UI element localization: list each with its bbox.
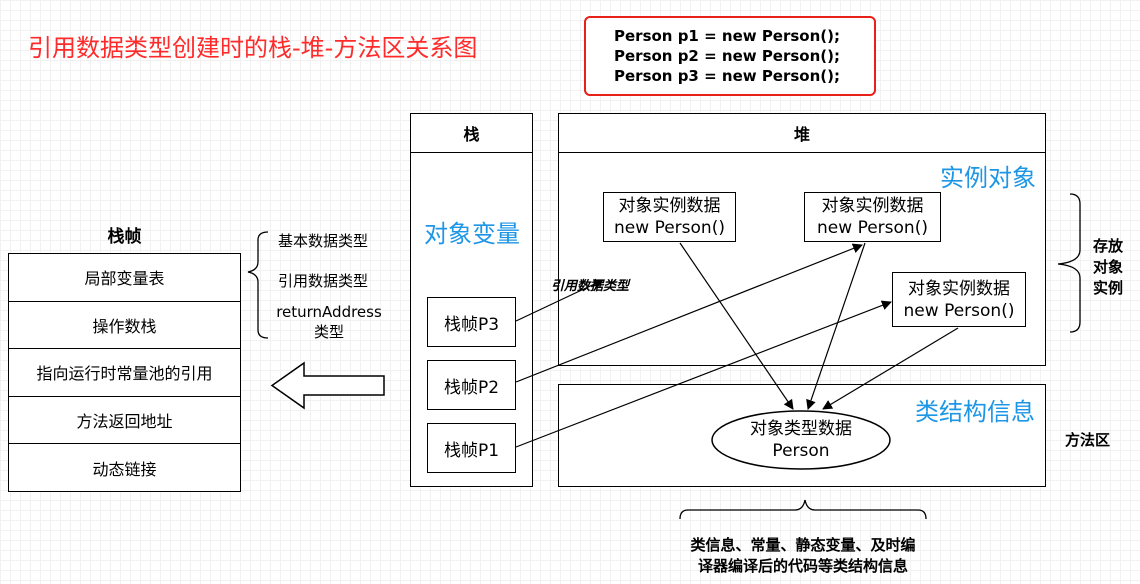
store-instance-line: 对象 bbox=[1092, 258, 1123, 276]
instance-constructor: new Person() bbox=[614, 218, 725, 238]
frame-row-local-vars: 局部变量表 bbox=[9, 254, 240, 302]
class-structure-title: 类结构信息 bbox=[915, 398, 1035, 426]
heap-header: 堆 bbox=[558, 113, 1046, 153]
code-line: Person p3 = new Person(); bbox=[614, 67, 841, 85]
class-info-line: 译器编译后的代码等类结构信息 bbox=[697, 557, 908, 575]
frame-row-return-address: 方法返回地址 bbox=[9, 397, 240, 445]
code-box: Person p1 = new Person(); Person p2 = ne… bbox=[584, 16, 876, 96]
frame-row-constant-pool-ref: 指向运行时常量池的引用 bbox=[9, 349, 240, 397]
instance-constructor: new Person() bbox=[817, 218, 928, 238]
instance-box-3: 对象实例数据 new Person() bbox=[892, 272, 1026, 327]
type-data-ellipse bbox=[711, 410, 891, 470]
instance-data-label: 对象实例数据 bbox=[908, 278, 1010, 299]
instance-data-label: 对象实例数据 bbox=[618, 196, 721, 216]
hollow-left-arrow bbox=[270, 361, 385, 410]
class-info-brace bbox=[679, 499, 927, 520]
stack-frame-list: 局部变量表 操作数栈 指向运行时常量池的引用 方法返回地址 动态链接 bbox=[8, 253, 241, 492]
frame-row-dynamic-linking: 动态链接 bbox=[92, 459, 157, 479]
object-variable-label: 对象变量 bbox=[424, 220, 520, 248]
instance-box-2: 对象实例数据 new Person() bbox=[804, 192, 941, 242]
frame-row-operand-stack: 操作数栈 bbox=[9, 302, 240, 350]
diagram-title: 引用数据类型创建时的栈-堆-方法区关系图 bbox=[28, 34, 478, 62]
code-line: Person p1 = new Person(); bbox=[614, 27, 841, 45]
return-address-label: returnAddress 类型 bbox=[272, 302, 386, 342]
stack-frame-title: 栈帧 bbox=[107, 227, 142, 247]
type-data-class: Person bbox=[772, 441, 830, 461]
stack-frame-p3: 栈帧P3 bbox=[427, 297, 516, 347]
basic-type-label: 基本数据类型 bbox=[278, 232, 369, 250]
store-instance-line: 实例 bbox=[1092, 279, 1123, 297]
class-info-note: 类信息、常量、静态变量、及时编 译器编译后的代码等类结构信息 bbox=[670, 535, 936, 577]
method-area-label: 方法区 bbox=[1065, 431, 1111, 449]
type-data-line: 对象类型数据 bbox=[750, 419, 852, 439]
arrow-instance-1-to-type bbox=[679, 242, 794, 410]
store-instance-label: 存放 对象 实例 bbox=[1088, 236, 1128, 299]
instance-brace bbox=[1057, 193, 1081, 333]
stack-frame-p2: 栈帧P2 bbox=[427, 360, 516, 410]
instance-data-label: 对象实例数据 bbox=[821, 196, 924, 216]
type-data-label: 对象类型数据 Person bbox=[712, 416, 890, 464]
var-types-brace bbox=[247, 231, 269, 339]
arrow-instance-3-to-type bbox=[822, 327, 959, 410]
code-line: Person p2 = new Person(); bbox=[614, 47, 841, 65]
reference-type-label: 引用数据类型 bbox=[278, 272, 369, 290]
store-instance-line: 存放 bbox=[1092, 237, 1123, 255]
instance-constructor: new Person() bbox=[903, 300, 1015, 321]
instance-box-1: 对象实例数据 new Person() bbox=[603, 192, 736, 242]
arrow-instance-2-to-type bbox=[806, 242, 866, 410]
stack-header: 栈 bbox=[410, 113, 533, 153]
return-address-line: returnAddress bbox=[276, 303, 382, 321]
arrow-p3-to-instance-1 bbox=[515, 279, 604, 322]
arrow-p1-to-instance-3 bbox=[515, 300, 892, 448]
instance-objects-title: 实例对象 bbox=[940, 164, 1036, 192]
arrow-p2-to-instance-2 bbox=[515, 243, 863, 383]
return-address-type: 类型 bbox=[313, 323, 344, 341]
class-info-line: 类信息、常量、静态变量、及时编 bbox=[690, 536, 916, 554]
stack-frame-p1: 栈帧P1 bbox=[427, 423, 516, 473]
